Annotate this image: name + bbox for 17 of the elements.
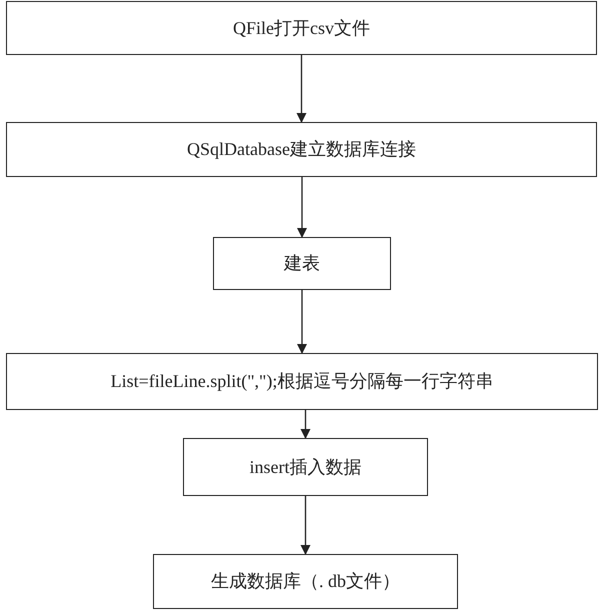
box-label: insert插入数据	[250, 456, 362, 478]
process-box	[6, 353, 598, 410]
process-box	[153, 554, 458, 609]
box-label: QFile打开csv文件	[233, 16, 370, 40]
process-box	[183, 438, 428, 496]
arrow	[296, 55, 306, 123]
box-label: List=fileLine.split(",");根据逗号分隔每一行字符串	[110, 370, 494, 393]
box-label: 建表	[284, 252, 320, 275]
arrow	[300, 496, 310, 555]
arrow	[297, 290, 307, 354]
process-box	[6, 122, 597, 177]
arrow	[300, 410, 310, 439]
box-label: 生成数据库（. db文件）	[211, 570, 400, 593]
arrow	[297, 177, 307, 238]
box-label: QSqlDatabase建立数据库连接	[187, 138, 416, 161]
process-box	[6, 1, 597, 55]
process-box	[213, 237, 391, 290]
